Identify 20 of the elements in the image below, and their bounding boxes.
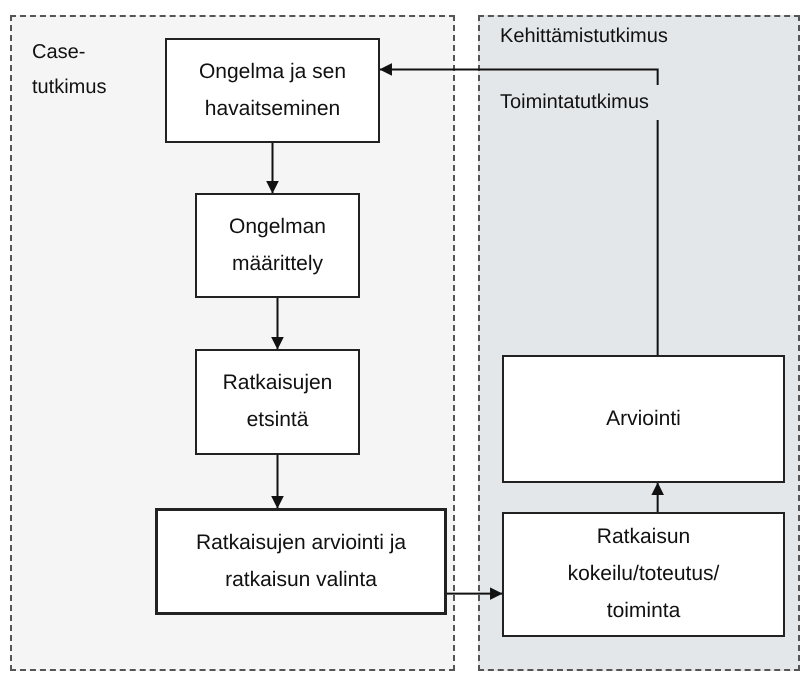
arrow xyxy=(651,482,664,512)
arrow xyxy=(447,587,503,600)
box-text: Ongelma ja sen havaitseminen xyxy=(198,58,348,122)
arrow xyxy=(266,143,279,194)
box-text: Ongelman määrittely xyxy=(228,214,327,276)
box-text: Arviointi xyxy=(606,406,681,432)
process-box xyxy=(195,349,360,455)
arrow xyxy=(271,298,284,350)
box-text: Ratkaisujen arviointi ja ratkaisun valinta xyxy=(194,530,408,592)
process-box xyxy=(502,512,785,637)
box-text: Ratkaisujen etsintä xyxy=(222,370,334,433)
box-text: Ratkaisun kokeilu/toteutus/ toiminta xyxy=(566,524,720,624)
process-box xyxy=(155,508,447,615)
process-box xyxy=(502,355,785,483)
arrow xyxy=(271,455,284,509)
process-box xyxy=(165,38,380,143)
dashed-region xyxy=(478,15,800,671)
process-box xyxy=(195,193,360,298)
dashed-region xyxy=(10,15,455,671)
arrow xyxy=(379,63,659,355)
